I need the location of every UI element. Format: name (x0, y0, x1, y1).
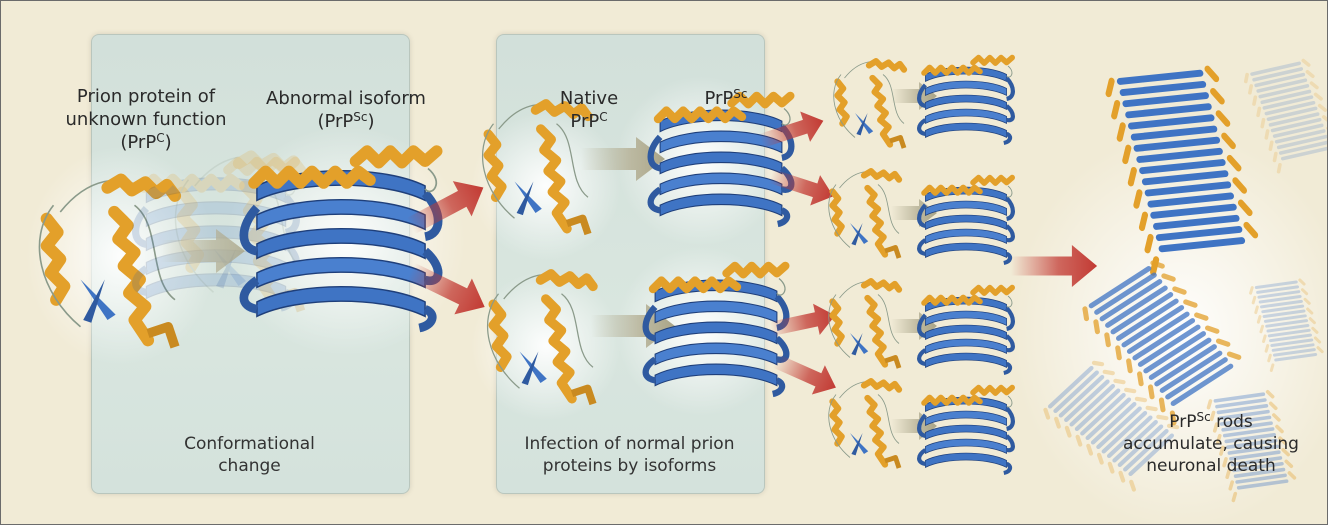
small-prpsc-1 (919, 58, 1013, 143)
small-prpsc-2 (919, 178, 1013, 263)
small-prpc-1 (834, 61, 904, 148)
small-prpc-3 (829, 281, 899, 368)
infection-caption: Infection of normal prion proteins by is… (524, 434, 735, 476)
glow-native-bottom (471, 271, 621, 421)
glow-prpc (26, 146, 216, 366)
prpc-label: Prion protein of unknown function (PrPC) (65, 86, 227, 153)
small-prpc-2 (829, 171, 899, 258)
rods-caption: PrPSc rods accumulate, causing neuronal … (1123, 410, 1299, 476)
small-prpc-4 (829, 381, 899, 468)
small-prpsc-4 (919, 388, 1013, 473)
small-prpsc-3 (919, 288, 1013, 373)
prpsc-label: PrPSc (704, 87, 748, 109)
conformational-change-caption: Conformational change (184, 434, 315, 476)
abnormal-isoform-label: Abnormal isoform (PrPSc) (266, 88, 426, 132)
native-prpc-label: Native PrPC (559, 88, 619, 132)
